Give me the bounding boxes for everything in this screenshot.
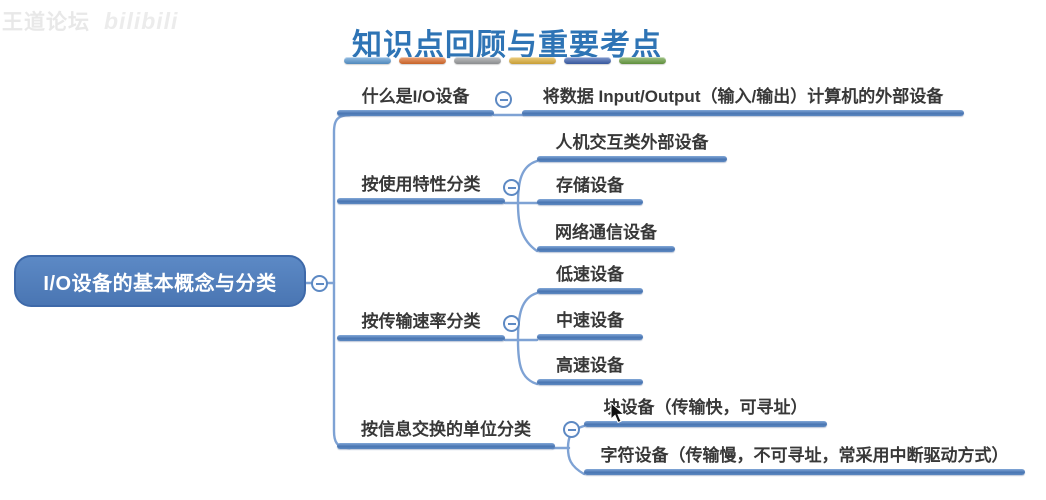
accent-bar: [509, 57, 556, 64]
child-node-block-device[interactable]: 块设备（传输快，可寻址）: [584, 397, 827, 427]
watermark: 王道论坛 bilibili: [2, 6, 178, 36]
collapse-icon-branch1[interactable]: [495, 91, 512, 108]
child-node-char-device[interactable]: 字符设备（传输慢，不可寻址，常采用中断驱动方式）: [584, 445, 1025, 475]
branch-node-what-is-io[interactable]: 什么是I/O设备: [337, 86, 494, 116]
branch-node-by-speed[interactable]: 按传输速率分类: [337, 311, 505, 341]
root-node[interactable]: I/O设备的基本概念与分类: [14, 255, 306, 307]
accent-bar: [399, 57, 446, 64]
child-node-mid-speed[interactable]: 中速设备: [537, 310, 643, 340]
child-node-io-definition[interactable]: 将数据 Input/Output（输入/输出）计算机的外部设备: [522, 86, 964, 116]
accent-bar: [454, 57, 501, 64]
accent-bar: [619, 57, 666, 64]
child-node-high-speed[interactable]: 高速设备: [537, 355, 643, 385]
child-node-network-device[interactable]: 网络通信设备: [537, 222, 675, 252]
collapse-icon-branch3[interactable]: [503, 315, 520, 332]
mouse-cursor: [610, 402, 626, 424]
branch-node-by-usage[interactable]: 按使用特性分类: [337, 174, 505, 204]
page-title: 知识点回顾与重要考点: [352, 29, 662, 62]
collapse-icon-branch2[interactable]: [503, 179, 520, 196]
title-accent-bars: [344, 57, 666, 64]
bilibili-logo: bilibili: [104, 8, 179, 34]
child-node-human-interaction[interactable]: 人机交互类外部设备: [537, 132, 727, 162]
watermark-wangdao: 王道论坛: [2, 11, 90, 34]
collapse-icon-root[interactable]: [311, 275, 328, 292]
branch-node-by-unit[interactable]: 按信息交换的单位分类: [337, 419, 555, 449]
child-node-low-speed[interactable]: 低速设备: [537, 264, 643, 294]
accent-bar: [564, 57, 611, 64]
collapse-icon-branch4[interactable]: [563, 421, 580, 438]
child-node-storage-device[interactable]: 存储设备: [537, 175, 643, 205]
accent-bar: [344, 57, 391, 64]
